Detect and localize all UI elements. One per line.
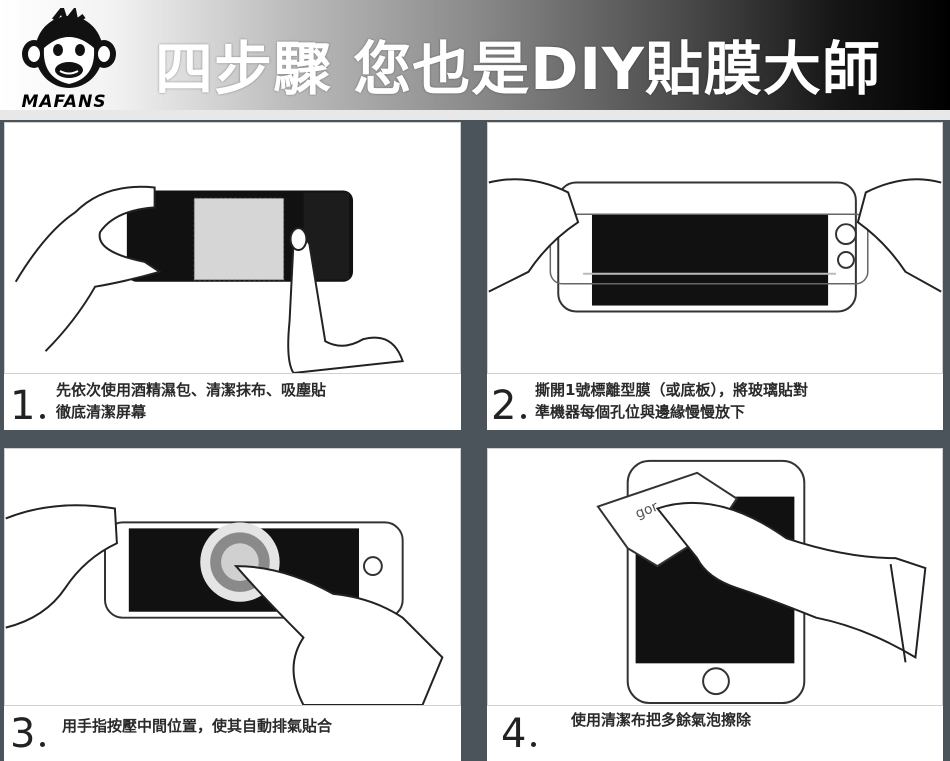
step-1-caption: 1 先依次使用酒精濕包、清潔抹布、吸塵貼 徹底清潔屏幕 [4,374,461,430]
step-dot [40,414,45,419]
step-number: 3 [10,711,36,757]
step-text-line-2: 徹底清潔屏幕 [56,403,147,421]
step-text-line-1: 撕開1號標離型膜（或底板），將玻璃貼對 [535,381,808,399]
step-number: 2 [491,383,517,429]
step-3-illustration [4,448,461,706]
step-4-illustration: gor [487,448,943,706]
step-text-line-2: 準機器每個孔位與邊緣慢慢放下 [535,403,746,421]
step-2-caption: 2 撕開1號標離型膜（或底板），將玻璃貼對 準機器每個孔位與邊緣慢慢放下 [487,374,943,430]
step-text-line-1: 用手指按壓中間位置，使其自動排氣貼合 [62,717,333,735]
step-2-illustration [487,122,943,374]
brand-name: MAFANS [21,92,107,112]
step-text-line-1: 使用清潔布把多餘氣泡擦除 [571,711,752,729]
wiping-bubbles-illustration: gor [596,459,927,705]
step-dot [521,414,526,419]
step-text-line-1: 先依次使用酒精濕包、清潔抹布、吸塵貼 [56,381,327,399]
step-dot [531,742,536,747]
header-divider [0,110,950,120]
pressing-center-illustration [5,504,444,705]
step-dot [40,742,45,747]
step-number: 4 [501,711,527,757]
step-number: 1 [10,383,36,429]
step-3-caption: 3 用手指按壓中間位置，使其自動排氣貼合 [4,706,461,761]
aligning-glass-illustration [488,178,942,313]
step-1-illustration [4,122,461,374]
monkey-logo-icon [22,8,116,88]
header-banner: MAFANS 四步驟 您也是DIY貼膜大師 [0,0,950,118]
page-title: 四步驟 您也是DIY貼膜大師 [155,35,881,103]
step-4-caption: 4 使用清潔布把多餘氣泡擦除 [487,706,943,761]
cleaning-hand-illustration [14,185,404,373]
